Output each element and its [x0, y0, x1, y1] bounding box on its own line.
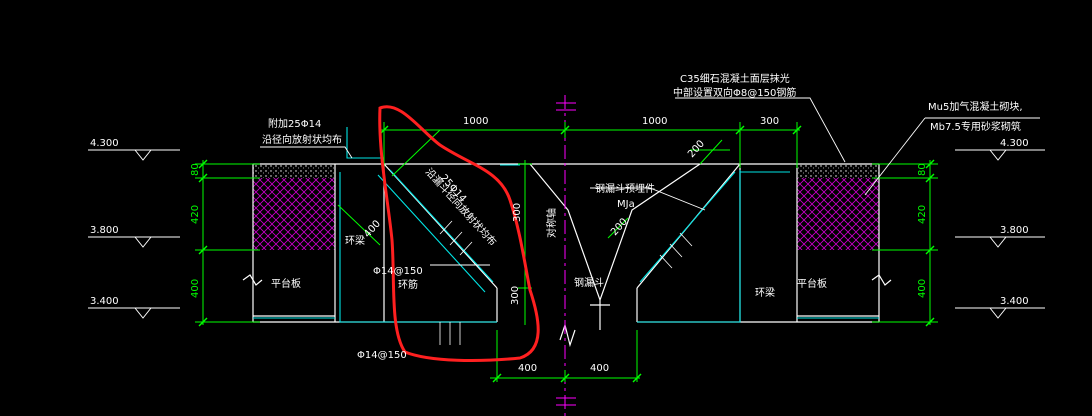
- label-ring-beam-left: 环梁: [345, 234, 365, 247]
- note-add-line2: 沿径向放射状均布: [262, 133, 342, 146]
- label-embed-part: 钢漏斗预埋件: [595, 182, 655, 195]
- dim-left-width: 1000: [463, 116, 488, 127]
- label-hoop: 环筋: [398, 278, 418, 291]
- note-mu5-line1: Mu5加气混凝土砌块,: [928, 100, 1023, 113]
- dim-right-width: 1000: [642, 116, 667, 127]
- label-stirrup: Φ14@150: [373, 266, 423, 277]
- dim-80-right: 80: [917, 163, 928, 176]
- dimension-labels: 1000 1000 300 400 400 80 420 400 80 420 …: [190, 116, 928, 374]
- level-middle-right: 3.800: [1000, 225, 1029, 236]
- label-platform-right: 平台板: [797, 277, 827, 290]
- dimension-ticks: [198, 125, 935, 383]
- note-mu5-line2: Mb7.5专用砂浆砌筑: [930, 120, 1021, 133]
- dimension-lines: [195, 122, 938, 382]
- label-mj: MJa: [617, 199, 635, 210]
- dim-420-right: 420: [917, 205, 928, 224]
- level-top-left: 4.300: [90, 138, 119, 149]
- leader-lines: [260, 97, 1040, 266]
- note-c35-line2: 中部设置双向Φ8@150钢筋: [673, 86, 796, 99]
- dim-bottom-right: 400: [590, 363, 609, 374]
- label-platform-left: 平台板: [271, 277, 301, 290]
- rebar-lines: [253, 127, 879, 323]
- masonry-block-right: [797, 165, 879, 250]
- dim-right-edge: 300: [760, 116, 779, 127]
- dim-80-left: 80: [190, 163, 201, 176]
- elevation-markers: [88, 149, 1045, 319]
- dim-diag-200-upper: 200: [686, 138, 707, 160]
- center-axis-line: [556, 95, 576, 416]
- dim-300-small: 300: [510, 286, 521, 305]
- label-bottom-rebar: Φ14@150: [357, 350, 407, 361]
- note-c35-line1: C35细石混凝土面层抹光: [680, 72, 790, 85]
- label-steel-funnel: 钢漏斗: [574, 276, 604, 289]
- label-center-axis: 对称轴: [545, 208, 558, 238]
- dim-diag-400: 400: [362, 218, 383, 240]
- level-bottom-right: 3.400: [1000, 296, 1029, 307]
- masonry-block-left: [253, 165, 335, 250]
- red-markup-outline: [378, 105, 540, 362]
- dim-300-vertical: 300: [512, 203, 523, 222]
- dim-bottom-left: 400: [518, 363, 537, 374]
- level-labels: 4.300 3.800 3.400 4.300 3.800 3.400: [90, 138, 1029, 307]
- dim-400-right: 400: [917, 279, 928, 298]
- rebar-ticks: [439, 220, 693, 345]
- level-middle-left: 3.800: [90, 225, 119, 236]
- level-bottom-left: 3.400: [90, 296, 119, 307]
- dim-400-left: 400: [190, 279, 201, 298]
- note-add-line1: 附加25Φ14: [268, 117, 321, 130]
- label-ring-beam-right: 环梁: [755, 286, 775, 299]
- level-top-right: 4.300: [1000, 138, 1029, 149]
- dim-420-left: 420: [190, 205, 201, 224]
